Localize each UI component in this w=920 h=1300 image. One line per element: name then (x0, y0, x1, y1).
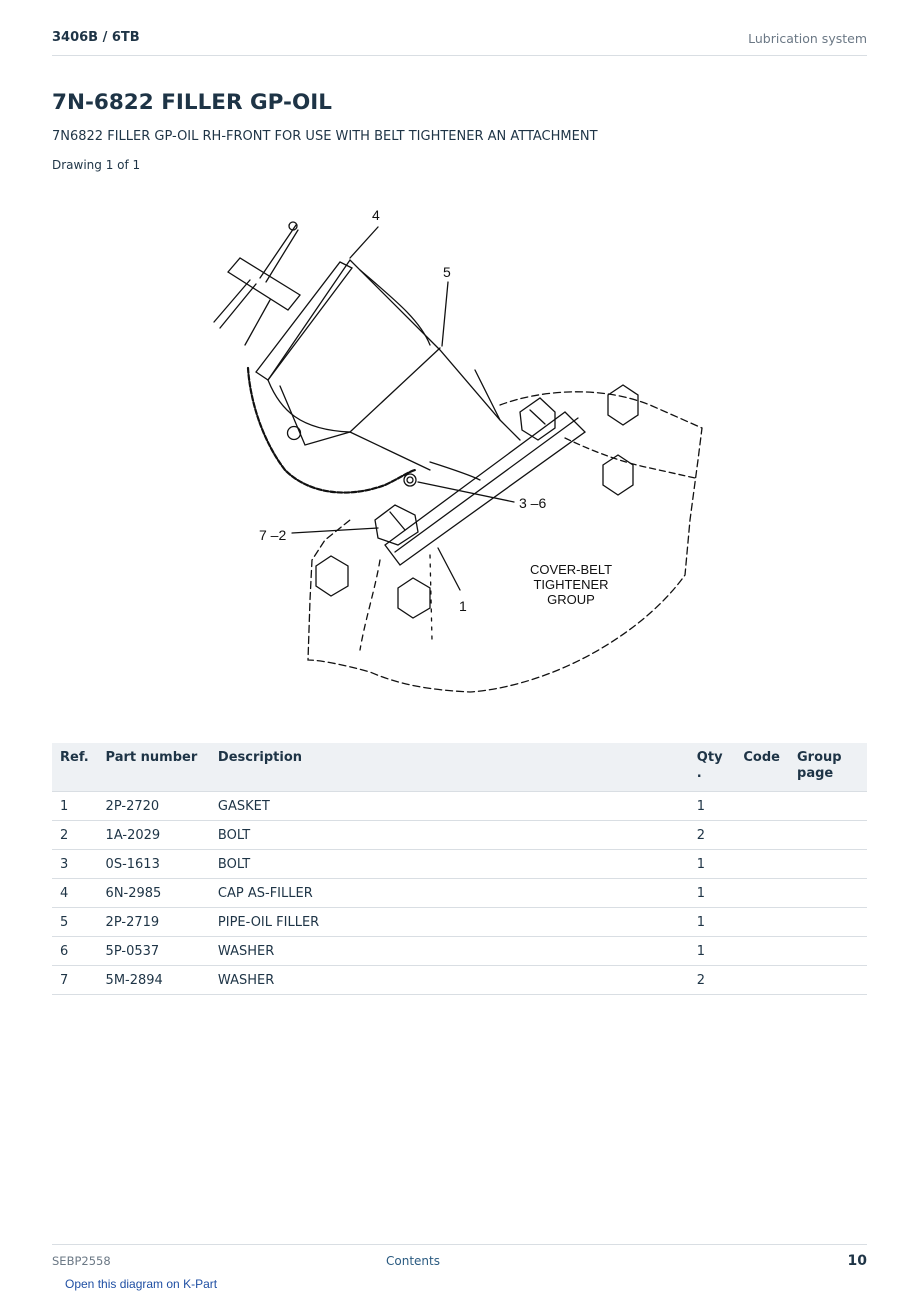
cell-description: BOLT (209, 820, 689, 850)
kpart-link[interactable]: Open this diagram on K-Part (65, 1277, 218, 1291)
cell-code (735, 878, 790, 908)
cell-group-page (789, 849, 867, 879)
header-code: Code (735, 743, 790, 792)
model-label: 3406B / 6TB (52, 30, 140, 45)
cell-description: GASKET (209, 791, 689, 821)
cell-description: CAP AS-FILLER (209, 878, 689, 908)
cell-group-page (789, 936, 867, 966)
diagram-caption-line: COVER-BELT (530, 562, 612, 577)
table-header-row: Ref. Part number Description Qty . Code … (52, 743, 867, 792)
page-subtitle: 7N6822 FILLER GP-OIL RH-FRONT FOR USE WI… (52, 129, 598, 144)
header-ref: Ref. (52, 743, 98, 792)
cell-code (735, 849, 790, 879)
table-row: 4 6N-2985 CAP AS-FILLER 1 (52, 878, 867, 908)
section-label: Lubrication system (748, 31, 867, 46)
callout-4: 4 (372, 207, 380, 223)
parts-table: Ref. Part number Description Qty . Code … (52, 743, 867, 995)
cell-qty: 1 (688, 849, 736, 879)
page-number: 10 (847, 1253, 867, 1269)
callout-3-6: 3 –6 (519, 495, 546, 511)
header-qty: Qty . (688, 743, 736, 792)
header-part-number: Part number (97, 743, 210, 792)
cell-description: WASHER (209, 936, 689, 966)
cell-group-page (789, 791, 867, 821)
cell-part-number: 0S-1613 (97, 849, 210, 879)
cell-qty: 1 (688, 791, 736, 821)
cell-code (735, 965, 790, 995)
table-row: 6 5P-0537 WASHER 1 (52, 936, 867, 966)
drawing-count: Drawing 1 of 1 (52, 158, 141, 172)
cell-group-page (789, 878, 867, 908)
table-row: 1 2P-2720 GASKET 1 (52, 791, 867, 821)
page-title: 7N-6822 FILLER GP-OIL (52, 90, 332, 115)
table-row: 3 0S-1613 BOLT 1 (52, 849, 867, 879)
cell-part-number: 2P-2720 (97, 791, 210, 821)
cell-description: PIPE-OIL FILLER (209, 907, 689, 937)
cell-group-page (789, 965, 867, 995)
cell-group-page (789, 907, 867, 937)
cell-code (735, 936, 790, 966)
diagram-caption-line: TIGHTENER (533, 577, 608, 592)
header-description: Description (209, 743, 689, 792)
cell-part-number: 6N-2985 (97, 878, 210, 908)
cell-qty: 2 (688, 820, 736, 850)
header-group-page: Group page (789, 743, 867, 792)
cell-part-number: 5M-2894 (97, 965, 210, 995)
cell-code (735, 820, 790, 850)
cell-ref: 4 (52, 878, 98, 908)
cell-part-number: 1A-2029 (97, 820, 210, 850)
cell-qty: 1 (688, 907, 736, 937)
cell-qty: 1 (688, 878, 736, 908)
cell-part-number: 5P-0537 (97, 936, 210, 966)
callout-1: 1 (459, 598, 467, 614)
callout-5: 5 (443, 264, 451, 280)
page-footer: SEBP2558 Contents 10 (52, 1244, 867, 1269)
table-row: 2 1A-2029 BOLT 2 (52, 820, 867, 850)
diagram-caption-line: GROUP (547, 592, 595, 607)
document-id: SEBP2558 (52, 1254, 111, 1268)
cell-code (735, 791, 790, 821)
cell-ref: 6 (52, 936, 98, 966)
cell-qty: 2 (688, 965, 736, 995)
cell-description: BOLT (209, 849, 689, 879)
cell-group-page (789, 820, 867, 850)
cell-ref: 7 (52, 965, 98, 995)
contents-link[interactable]: Contents (386, 1254, 440, 1268)
callout-7-2: 7 –2 (259, 527, 286, 543)
cell-part-number: 2P-2719 (97, 907, 210, 937)
table-row: 7 5M-2894 WASHER 2 (52, 965, 867, 995)
cell-qty: 1 (688, 936, 736, 966)
cell-ref: 2 (52, 820, 98, 850)
parts-diagram: 4 5 3 –6 7 –2 1 COVER-BELT TIGHTENER GRO… (213, 207, 703, 693)
cell-description: WASHER (209, 965, 689, 995)
cell-code (735, 907, 790, 937)
cell-ref: 5 (52, 907, 98, 937)
page-header: 3406B / 6TB Lubrication system (52, 28, 867, 56)
table-row: 5 2P-2719 PIPE-OIL FILLER 1 (52, 907, 867, 937)
cell-ref: 1 (52, 791, 98, 821)
cell-ref: 3 (52, 849, 98, 879)
